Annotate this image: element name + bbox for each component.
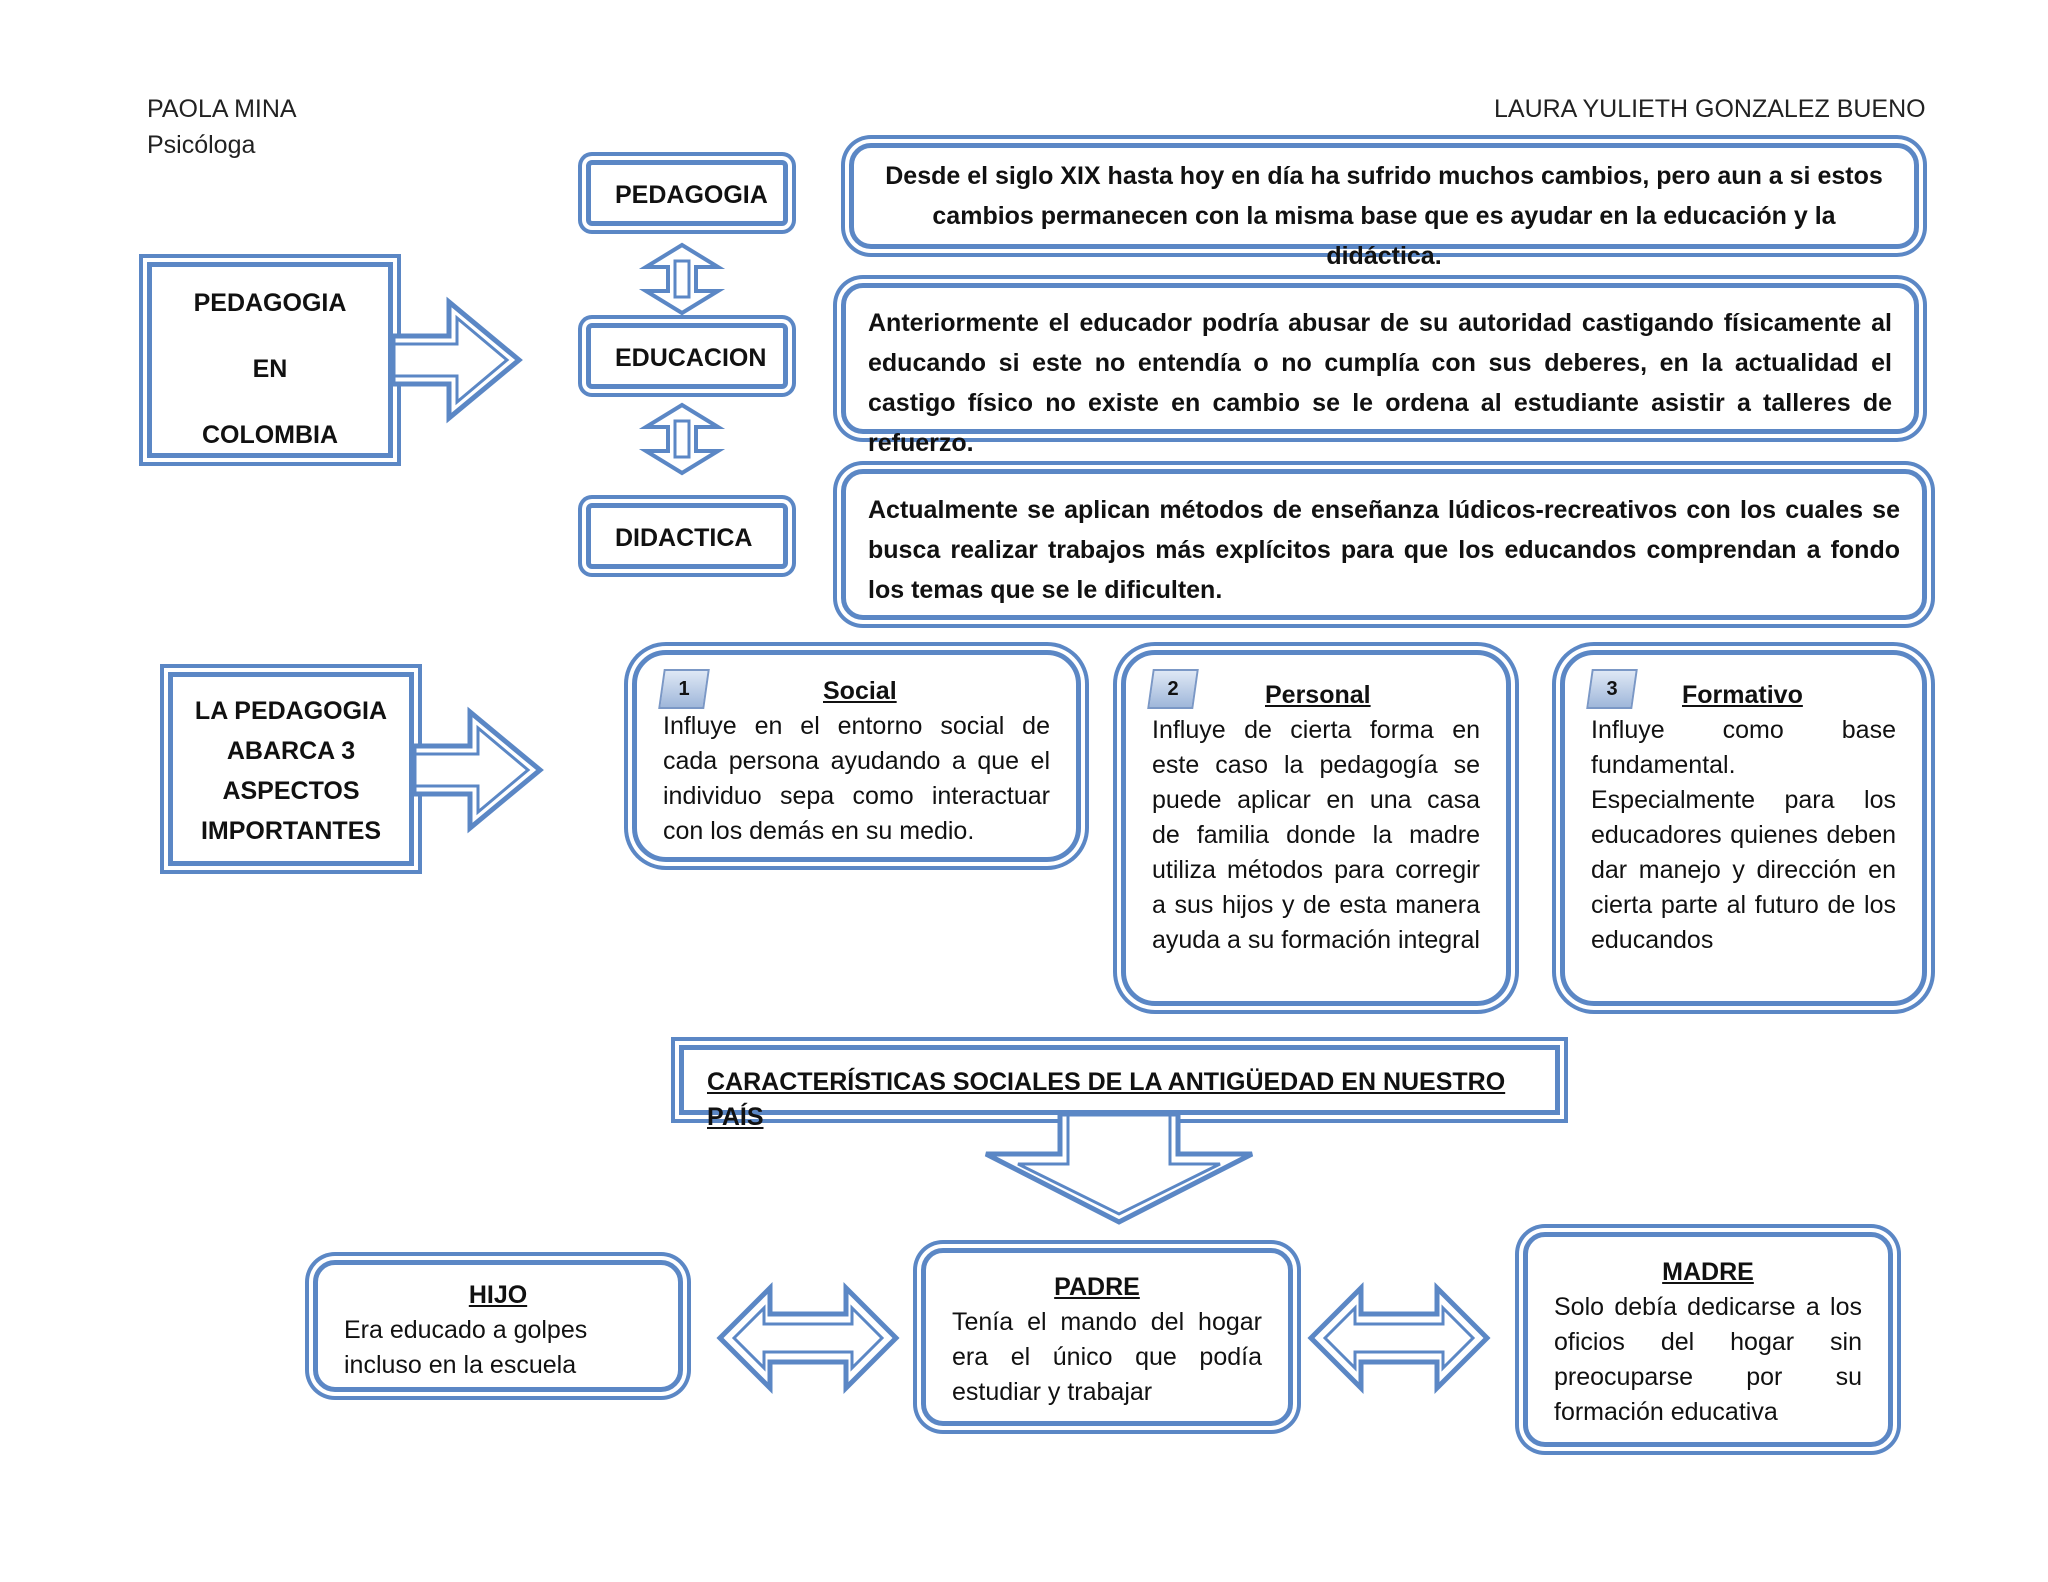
concept-description-text: Actualmente se aplican métodos de enseña… bbox=[868, 496, 1900, 604]
concept-description-didactica: Actualmente se aplican métodos de enseña… bbox=[841, 469, 1927, 620]
aspects-intro-box: LA PEDAGOGIA ABARCA 3 ASPECTOS IMPORTANT… bbox=[168, 672, 414, 866]
concept-description-text: Anteriormente el educador podría abusar … bbox=[868, 309, 1892, 457]
number-badge-icon: 3 bbox=[1586, 669, 1638, 709]
double-arrow-vertical-icon bbox=[638, 242, 726, 316]
number-badge-icon: 2 bbox=[1147, 669, 1199, 709]
main-topic-line3: COLOMBIA bbox=[201, 421, 339, 449]
aspects-intro-line3: ASPECTOS bbox=[222, 777, 360, 805]
aspects-intro-line4: IMPORTANTES bbox=[200, 817, 382, 845]
concept-label-text: EDUCACION bbox=[615, 344, 767, 372]
aspect-number: 1 bbox=[678, 678, 690, 700]
arrow-down-icon bbox=[984, 1111, 1254, 1225]
aspect-title: Formativo bbox=[1682, 681, 1803, 709]
family-title: PADRE bbox=[1054, 1273, 1140, 1301]
family-card-padre: PADRE Tenía el mando del hogar era el ún… bbox=[921, 1248, 1293, 1426]
concept-description-text: Desde el siglo XIX hasta hoy en día ha s… bbox=[885, 162, 1883, 270]
main-topic-box: PEDAGOGIA EN COLOMBIA bbox=[147, 262, 393, 458]
family-text: Tenía el mando del hogar era el único qu… bbox=[952, 1308, 1262, 1406]
aspect-card-social: 1 Social Influye en el entorno social de… bbox=[632, 650, 1081, 862]
social-heading-box: CARACTERÍSTICAS SOCIALES DE LA ANTIGÜEDA… bbox=[679, 1045, 1560, 1131]
main-topic-line1: PEDAGOGIA bbox=[193, 289, 347, 317]
aspect-text: Influye en el entorno social de cada per… bbox=[663, 712, 1050, 845]
concept-label-text: DIDACTICA bbox=[615, 524, 753, 552]
family-title: MADRE bbox=[1662, 1258, 1754, 1286]
concept-label-didactica: DIDACTICA bbox=[586, 503, 788, 569]
author-left-name: PAOLA MINA bbox=[147, 95, 297, 123]
concept-label-pedagogia: PEDAGOGIA bbox=[586, 160, 788, 226]
double-arrow-horizontal-icon bbox=[716, 1281, 900, 1395]
author-right-name: LAURA YULIETH GONZALEZ BUENO bbox=[1494, 95, 1926, 123]
aspect-text-2: Especialmente para los educadores quiene… bbox=[1591, 786, 1896, 954]
number-badge-icon: 1 bbox=[658, 669, 710, 709]
aspect-number: 2 bbox=[1167, 678, 1179, 700]
concept-label-educacion: EDUCACION bbox=[586, 323, 788, 389]
concept-label-text: PEDAGOGIA bbox=[615, 181, 768, 209]
aspects-intro-line1: LA PEDAGOGIA bbox=[194, 697, 388, 725]
aspect-number: 3 bbox=[1606, 678, 1618, 700]
aspect-title: Personal bbox=[1265, 681, 1371, 709]
family-text: Solo debía dedicarse a los oficios del h… bbox=[1554, 1293, 1862, 1426]
aspect-card-personal: 2 Personal Influye de cierta forma en es… bbox=[1121, 650, 1511, 1006]
author-left-role: Psicóloga bbox=[147, 131, 256, 159]
aspects-intro-line2: ABARCA 3 bbox=[226, 737, 356, 765]
family-card-hijo: HIJO Era educado a golpes incluso en la … bbox=[313, 1260, 683, 1392]
aspect-text: Influye de cierta forma en este caso la … bbox=[1152, 716, 1480, 954]
arrow-right-icon bbox=[411, 706, 544, 834]
main-topic-line2: EN bbox=[252, 355, 288, 383]
aspect-title: Social bbox=[823, 677, 897, 705]
family-text: Era educado a golpes incluso en la escue… bbox=[344, 1316, 588, 1379]
double-arrow-vertical-icon bbox=[638, 402, 726, 476]
concept-description-pedagogia: Desde el siglo XIX hasta hoy en día ha s… bbox=[849, 143, 1919, 270]
family-card-madre: MADRE Solo debía dedicarse a los oficios… bbox=[1523, 1232, 1893, 1447]
aspect-text-1: Influye como base fundamental. bbox=[1591, 716, 1896, 779]
family-title: HIJO bbox=[468, 1281, 528, 1309]
concept-description-educacion: Anteriormente el educador podría abusar … bbox=[841, 283, 1919, 457]
aspect-card-formativo: 3 Formativo Influye como base fundamenta… bbox=[1560, 650, 1927, 1006]
double-arrow-horizontal-icon bbox=[1307, 1281, 1491, 1395]
social-heading: CARACTERÍSTICAS SOCIALES DE LA ANTIGÜEDA… bbox=[707, 1068, 1506, 1131]
arrow-right-icon bbox=[390, 296, 523, 424]
